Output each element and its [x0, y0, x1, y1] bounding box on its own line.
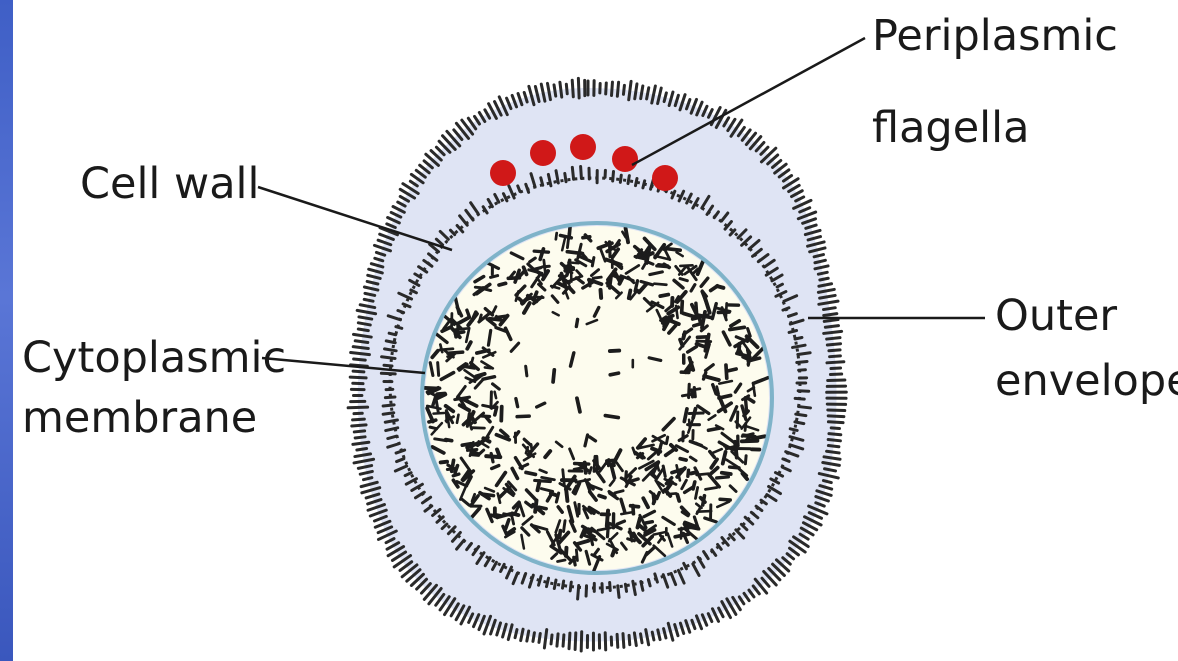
flagellum-dot: [652, 165, 678, 191]
label-cell-wall: Cell wall: [80, 159, 259, 209]
label-periplasmic-flagella-line1: Periplasmic: [872, 11, 1118, 61]
label-periplasmic-flagella: Periplasmic flagella: [872, 11, 1132, 153]
label-outer-envelope-line1: Outer: [995, 291, 1117, 341]
label-outer-envelope: Outer envelope: [995, 291, 1178, 406]
flagellum-dot: [530, 140, 556, 166]
flagellum-dot: [612, 146, 638, 172]
flagellum-dot: [570, 134, 596, 160]
label-periplasmic-flagella-line2: flagella: [872, 103, 1029, 153]
flagellum-dot: [490, 160, 516, 186]
label-cytoplasmic-membrane-line2: membrane: [22, 393, 257, 443]
label-cytoplasmic-membrane-line1: Cytoplasmic: [22, 333, 286, 383]
label-outer-envelope-line2: envelope: [995, 356, 1178, 406]
label-cytoplasmic-membrane: Cytoplasmic membrane: [22, 333, 300, 443]
